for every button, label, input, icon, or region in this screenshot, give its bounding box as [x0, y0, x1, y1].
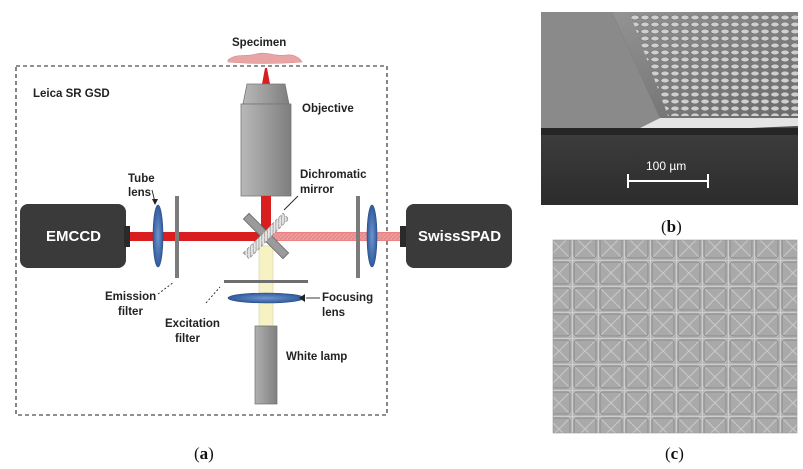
focusing-lens	[227, 292, 305, 304]
beam-vertical-red	[261, 196, 271, 236]
caption-c: (c)	[665, 444, 684, 463]
emission-label-2: filter	[118, 306, 143, 318]
white-lamp	[254, 325, 278, 405]
sem-substrate	[541, 134, 798, 205]
spad-lens	[366, 204, 378, 268]
microlens-grid-image	[553, 240, 797, 433]
microlens-grid-frame	[552, 239, 798, 434]
swisspad-camera	[406, 204, 512, 268]
panel-c: (c)	[552, 239, 798, 463]
caption-c-letter: c	[671, 444, 679, 463]
svg-text:(b): (b)	[661, 217, 682, 236]
emission-label: Emission	[105, 291, 156, 303]
caption-a: (a)	[194, 444, 214, 463]
panel-b: 100 µm (b)	[541, 12, 798, 236]
tube-lens-arrowhead	[152, 199, 158, 205]
emission-filter-right	[356, 196, 360, 278]
scale-bar-line	[628, 180, 708, 182]
excitation-label: Excitation	[165, 318, 220, 330]
tube-lens-label-2: lens	[128, 187, 151, 199]
caption-a-letter: a	[200, 444, 209, 463]
sem-substrate-line	[541, 128, 798, 135]
svg-text:(c): (c)	[665, 444, 684, 463]
focusing-label-2: lens	[322, 307, 345, 319]
scale-bar-tick-right	[707, 174, 709, 188]
svg-text:(a): (a)	[194, 444, 214, 463]
tube-lens	[152, 204, 164, 268]
beam-pink-texture	[270, 233, 402, 240]
scale-bar-tick-left	[627, 174, 629, 188]
emccd-label: EMCCD	[46, 228, 101, 245]
focusing-arrowhead	[299, 294, 305, 302]
beam-vertical-lamp	[258, 245, 274, 327]
specimen-shape	[227, 52, 303, 64]
focusing-label: Focusing	[322, 292, 373, 304]
sem-chip-slope	[541, 12, 660, 128]
beam-horizontal-red	[128, 232, 266, 241]
excitation-filter	[224, 280, 308, 283]
emission-pointer	[157, 281, 175, 295]
system-label: Leica SR GSD	[33, 88, 110, 100]
emccd-camera	[20, 204, 126, 268]
objective-tip	[242, 83, 290, 105]
scale-bar-label: 100 µm	[646, 159, 686, 173]
caption-b: (b)	[661, 217, 682, 236]
focal-beam	[262, 68, 270, 84]
specimen-label: Specimen	[232, 37, 286, 49]
swisspad-port	[400, 226, 408, 247]
dichromatic-label: Dichromatic	[300, 169, 367, 181]
excitation-label-2: filter	[175, 333, 200, 345]
panel-a: Specimen Objective Leica SR GSD Dichroma…	[15, 37, 512, 463]
excitation-pointer	[205, 286, 221, 304]
objective-label: Objective	[302, 103, 354, 115]
dichromatic-pointer	[283, 195, 299, 211]
white-lamp-label: White lamp	[286, 351, 347, 363]
dichromatic-label-2: mirror	[300, 184, 334, 196]
tube-lens-label: Tube	[128, 173, 155, 185]
caption-b-letter: b	[667, 217, 676, 236]
dichromatic-mirror	[242, 212, 290, 260]
objective-body	[240, 103, 292, 197]
sem-microlens-array	[630, 14, 798, 116]
emccd-port	[124, 226, 130, 247]
system-boundary	[15, 65, 388, 416]
emission-filter	[175, 196, 179, 278]
swisspad-label: SwissSPAD	[418, 228, 501, 245]
